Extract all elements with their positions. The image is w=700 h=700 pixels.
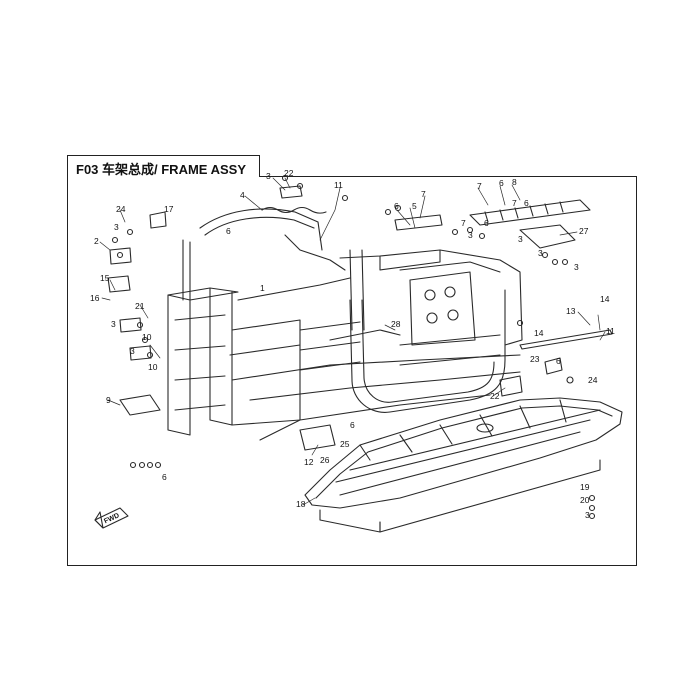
callout-3-right: 3: [518, 234, 523, 244]
callout-1: 1: [260, 283, 265, 293]
callout-22-right: 22: [490, 391, 500, 401]
leader-lines: [99, 177, 606, 506]
callout-6-center: 6: [350, 420, 355, 430]
callout-26: 26: [320, 455, 330, 465]
callout-25: 25: [340, 439, 350, 449]
callout-20: 20: [580, 495, 590, 505]
callout-5: 5: [412, 201, 417, 211]
callout-6-right3: 6: [556, 356, 561, 366]
callout-7-right: 7: [477, 181, 482, 191]
callout-4: 4: [240, 190, 245, 200]
callout-6-left: 6: [226, 226, 231, 236]
callout-6-right: 6: [499, 178, 504, 188]
callout-10-b: 10: [148, 362, 158, 372]
fastener-bolts: [111, 174, 596, 520]
callout-7-mid: 7: [461, 218, 466, 228]
callout-27: 27: [579, 226, 589, 236]
callout-11-right: 11: [606, 326, 615, 336]
diagram-title: F03 车架总成/ FRAME ASSY: [76, 162, 246, 177]
callout-18: 18: [296, 499, 306, 509]
callout-7-topcenter: 7: [421, 189, 426, 199]
callout-15: 15: [100, 273, 110, 283]
main-frame: [94, 185, 613, 529]
callout-7-right2: 7: [512, 198, 517, 208]
callout-11-top: 11: [334, 180, 343, 190]
callout-24: 24: [116, 204, 126, 214]
callout-3-top: 3: [266, 171, 271, 181]
callout-2: 2: [94, 236, 99, 246]
callout-6-right2: 6: [524, 198, 529, 208]
callout-6-mid: 6: [484, 218, 489, 228]
callout-13: 13: [566, 306, 576, 316]
callout-17: 17: [164, 204, 174, 214]
callout-19: 19: [580, 482, 590, 492]
callout-3-left: 3: [114, 222, 119, 232]
callout-3-right3: 3: [574, 262, 579, 272]
callout-21: 21: [135, 301, 145, 311]
callout-3-right2: 3: [538, 248, 543, 258]
callout-3-left2: 3: [111, 319, 116, 329]
callout-3-bottom: 3: [585, 510, 590, 520]
callout-9: 9: [106, 395, 111, 405]
title-box: F03 车架总成/ FRAME ASSY: [67, 155, 260, 177]
callout-14-b: 14: [534, 328, 544, 338]
callout-6-bottomleft: 6: [162, 472, 167, 482]
callout-10-a: 10: [142, 332, 152, 342]
callout-28: 28: [391, 319, 401, 329]
callout-22-top: 22: [284, 168, 294, 178]
diagram-border: [67, 176, 637, 566]
callout-23: 23: [530, 354, 540, 364]
callout-3-mid: 3: [468, 230, 473, 240]
callout-6-topcenter: 6: [394, 201, 399, 211]
callout-12: 12: [304, 457, 314, 467]
callout-8: 8: [512, 177, 517, 187]
callout-24-right: 24: [588, 375, 598, 385]
callout-3-left3: 3: [130, 346, 135, 356]
skid-plate: [304, 397, 623, 533]
callout-16: 16: [90, 293, 100, 303]
callout-14-a: 14: [600, 294, 610, 304]
